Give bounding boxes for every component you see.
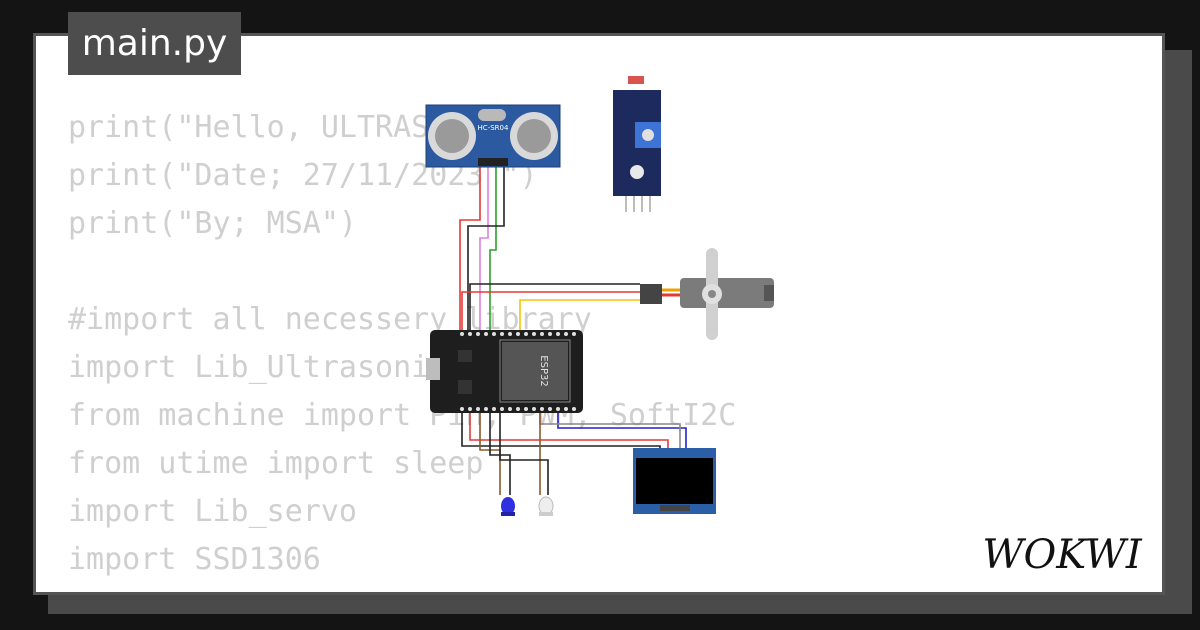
code-line: from utime import sleep [68, 446, 484, 481]
wokwi-logo: WOKWI [982, 532, 1142, 578]
white-led[interactable] [538, 496, 554, 516]
code-line: print("Date; 27/11/2023 ") [68, 158, 538, 193]
ultrasonic-label: HC-SR04 [478, 124, 509, 132]
ldr-sensor-module[interactable] [613, 76, 661, 212]
ultrasonic-sensor[interactable]: HC-SR04 [425, 104, 561, 168]
blue-led[interactable] [501, 497, 515, 516]
code-line: import SSD1306 [68, 542, 321, 577]
code-line: import Lib_LCD [68, 584, 736, 592]
code-line: import Lib_servo [68, 494, 357, 529]
esp32-label: ESP32 [538, 355, 549, 386]
wires [459, 160, 687, 495]
file-tab[interactable]: main.py [68, 12, 241, 75]
code-line: import Lib_Ultrasonic [68, 350, 448, 385]
wokwi-logo-text: WOKWI [982, 532, 1142, 578]
oled-display[interactable] [633, 448, 716, 514]
code-line: from machine import Pin, PWM, SoftI2C [68, 398, 737, 433]
servo-motor[interactable] [640, 248, 774, 340]
code-line: print("By; MSA") [68, 206, 357, 241]
esp32-board[interactable]: ESP32 [426, 330, 583, 413]
